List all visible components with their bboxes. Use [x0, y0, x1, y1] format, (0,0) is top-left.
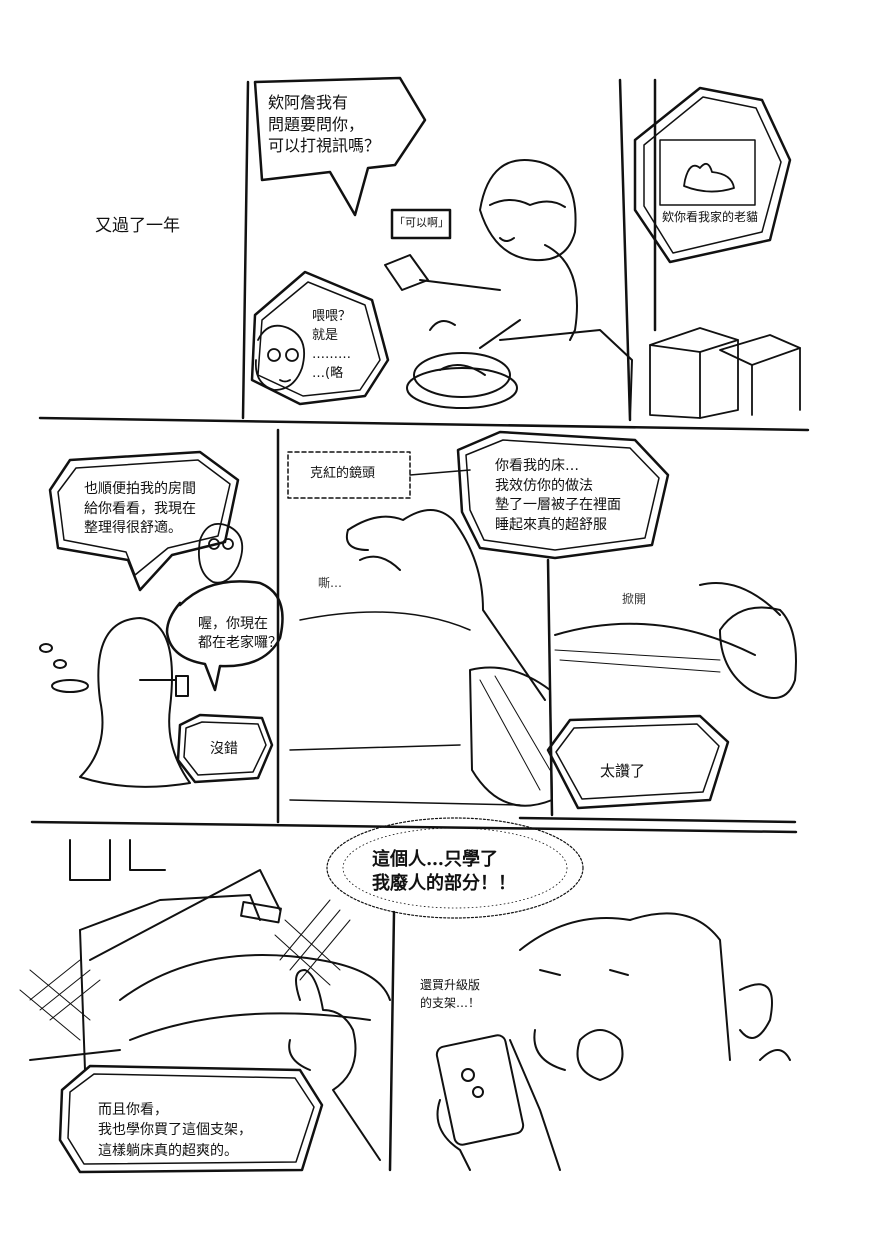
narration-text: 又過了一年: [95, 216, 180, 236]
bubble-room-text: 也順便拍我的房間 給你看看，我現在 整理得很舒適。: [84, 481, 196, 537]
bubble-home-outline: [165, 580, 284, 692]
camera-label-text: 克紅的鏡頭: [310, 466, 376, 481]
sparkles: [19, 899, 351, 1041]
bubble-stand-text: 而且你看， 我也學你買了這個支架， 這樣躺床真的超爽的。: [98, 1102, 252, 1159]
bubble-great-outline: [546, 714, 730, 810]
bubble-great-text: 太讚了: [600, 762, 646, 780]
bubble-bed-text: 你看我的床… 我效仿你的做法 墊了一層被子在裡面 睡起來真的超舒服: [495, 458, 621, 533]
cat-bubble-outline: [633, 86, 792, 264]
reply-box: [390, 208, 452, 240]
sfx-sweep-text: 嘶…: [318, 576, 343, 590]
shout-text: 這個人…只學了 我廢人的部分！！: [372, 849, 516, 895]
cooking-character: [384, 159, 578, 349]
bubble-yes-text: 沒錯: [210, 741, 238, 757]
shout-burst: [326, 817, 584, 919]
phone-bubble-text: 喂喂？ 就是 ……… …(略: [312, 309, 352, 381]
lifting-blanket: [554, 582, 797, 699]
pointing-hand: [288, 969, 381, 1161]
girl-face: [254, 324, 306, 391]
bubble-home-text: 喔，你現在 都在老家囉？: [198, 616, 282, 651]
bubble-question-text: 欸阿詹我有 問題要問你， 可以打視訊嗎？: [268, 93, 381, 156]
reply-text: 「可以啊」: [394, 216, 449, 229]
cat-bubble-text: 欸你看我家的老貓: [662, 210, 759, 224]
panel-borders: [30, 78, 810, 1172]
bubble-question-outline: [253, 76, 427, 217]
bubble-yes-outline: [176, 713, 274, 784]
frying-pan: [406, 320, 518, 409]
shocked-man: [519, 912, 791, 1081]
bubble-stand-outline: [58, 1064, 324, 1174]
bubble-bed-outline: [456, 430, 670, 560]
thought-upgrade-text: 還買升級版 的支架…！: [420, 978, 481, 1010]
boxes: [649, 327, 801, 419]
phone-in-hand: [435, 1034, 561, 1171]
bed-with-stand: [29, 839, 391, 1071]
ghost-character: [39, 617, 191, 788]
phone-bubble-outline: [250, 270, 390, 406]
hand-sweeping: [346, 509, 553, 807]
sfx-lift-text: 掀開: [622, 592, 647, 606]
